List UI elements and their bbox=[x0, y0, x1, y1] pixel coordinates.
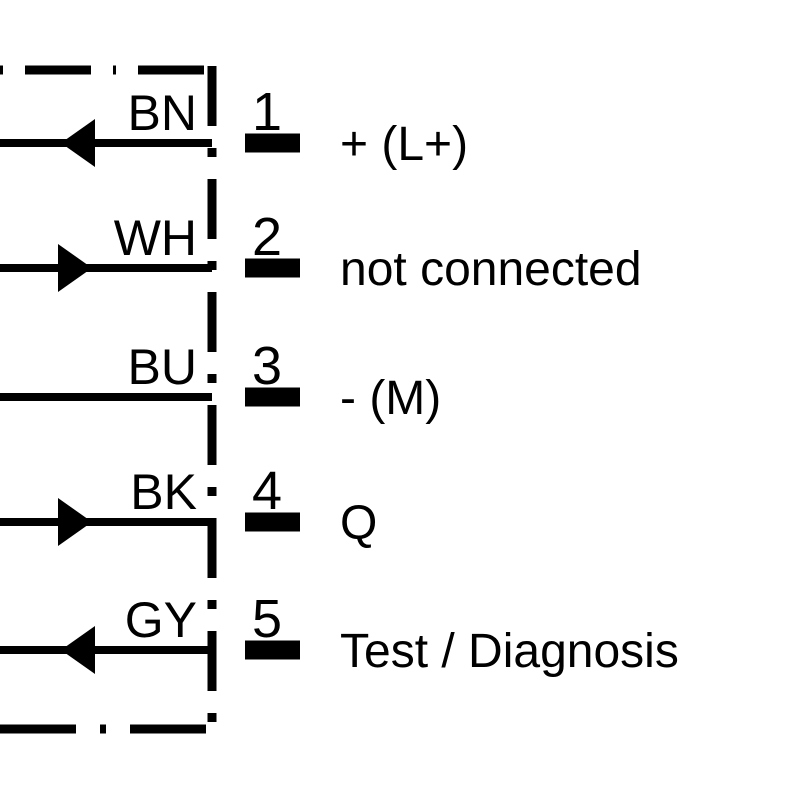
pin-number-4: 4 bbox=[252, 461, 282, 521]
wire-color-label-BU: BU bbox=[128, 339, 197, 395]
function-label-pin-2: not connected bbox=[340, 243, 642, 296]
pin-number-3: 3 bbox=[252, 336, 282, 396]
pin-contact-bar-2 bbox=[245, 258, 300, 278]
function-label-pin-3: - (M) bbox=[340, 372, 441, 425]
arrow-left-1 bbox=[61, 119, 95, 167]
wire-color-label-BN: BN bbox=[128, 85, 197, 141]
pin-contact-bar-3 bbox=[245, 387, 300, 407]
function-label-pin-1: + (L+) bbox=[340, 118, 468, 171]
wire-rows-group bbox=[0, 119, 300, 674]
housing-boundary-group bbox=[0, 65, 217, 734]
arrow-left-5 bbox=[61, 626, 95, 674]
pin-contact-bar-4 bbox=[245, 512, 300, 532]
wire-color-label-WH: WH bbox=[114, 210, 197, 266]
pin-contact-bar-5 bbox=[245, 640, 300, 660]
pin-number-1: 1 bbox=[252, 82, 282, 142]
function-label-pin-4: Q bbox=[340, 497, 377, 550]
function-label-pin-5: Test / Diagnosis bbox=[340, 625, 679, 678]
wire-color-label-BK: BK bbox=[130, 464, 197, 520]
pin-contact-bar-1 bbox=[245, 133, 300, 153]
pin-number-5: 5 bbox=[252, 589, 282, 649]
wire-color-label-GY: GY bbox=[125, 592, 197, 648]
pin-number-2: 2 bbox=[252, 207, 282, 267]
arrow-right-2 bbox=[58, 244, 92, 292]
arrow-right-4 bbox=[58, 498, 92, 546]
